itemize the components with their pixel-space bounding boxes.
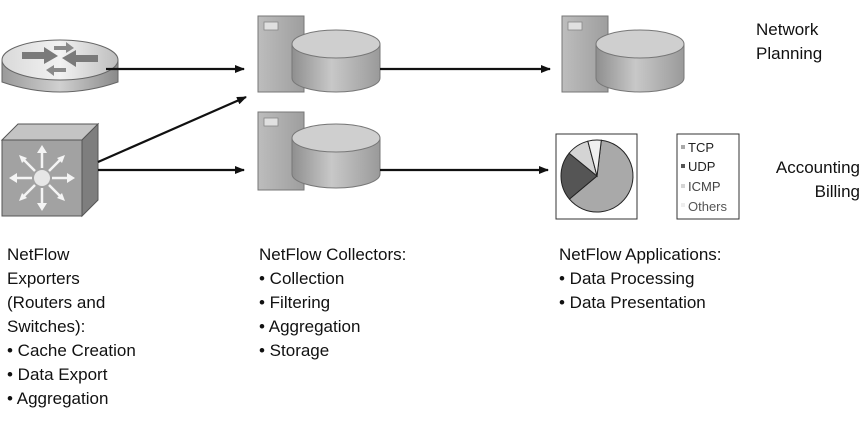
legend-label-tcp: TCP [688, 140, 714, 155]
applications-bullet: • Data Processing [559, 269, 695, 288]
collectors-bullet: • Aggregation [259, 317, 361, 336]
network-planning-label: Network Planning [756, 20, 823, 63]
legend-label-others: Others [688, 199, 728, 214]
collectors-description: NetFlow Collectors: • Collection • Filte… [259, 243, 406, 363]
arrow-switch-to-collector-top [97, 95, 247, 164]
applications-bullet: • Data Presentation [559, 293, 706, 312]
protocol-legend: TCP UDP ICMP Others [676, 133, 740, 220]
router-icon [1, 39, 119, 93]
accounting-billing-label: Accounting Billing [775, 158, 860, 201]
switch-icon [0, 122, 100, 218]
legend-swatch-tcp [681, 145, 685, 149]
network-planning-server [561, 15, 685, 93]
pie-slice-others [587, 139, 602, 177]
collector-server-bottom [257, 111, 381, 191]
applications-title: NetFlow Applications: [559, 245, 722, 264]
collectors-bullet: • Storage [259, 341, 330, 360]
exporters-title-line: NetFlow [7, 245, 70, 264]
exporters-bullet: • Data Export [7, 365, 108, 384]
applications-description: NetFlow Applications: • Data Processing … [559, 243, 722, 315]
exporters-title-line: Switches): [7, 317, 86, 336]
legend-swatch-icmp [681, 184, 685, 188]
legend-swatch-others [681, 203, 685, 207]
collectors-title: NetFlow Collectors: [259, 245, 407, 264]
exporters-description: NetFlow Exporters (Routers and Switches)… [7, 243, 136, 411]
exporters-bullet: • Aggregation [7, 389, 109, 408]
legend-label-udp: UDP [688, 159, 715, 174]
collectors-bullet: • Collection [259, 269, 345, 288]
pie-chart-report [555, 133, 638, 220]
exporters-title-line: (Routers and [7, 293, 106, 312]
exporters-title-line: Exporters [7, 269, 80, 288]
exporters-bullet: • Cache Creation [7, 341, 136, 360]
legend-swatch-udp [681, 164, 685, 168]
collectors-bullet: • Filtering [259, 293, 331, 312]
legend-label-icmp: ICMP [688, 179, 721, 194]
pie-slice-udp [560, 152, 598, 200]
pie-slice-tcp [568, 139, 634, 213]
collector-server-top [257, 15, 381, 93]
